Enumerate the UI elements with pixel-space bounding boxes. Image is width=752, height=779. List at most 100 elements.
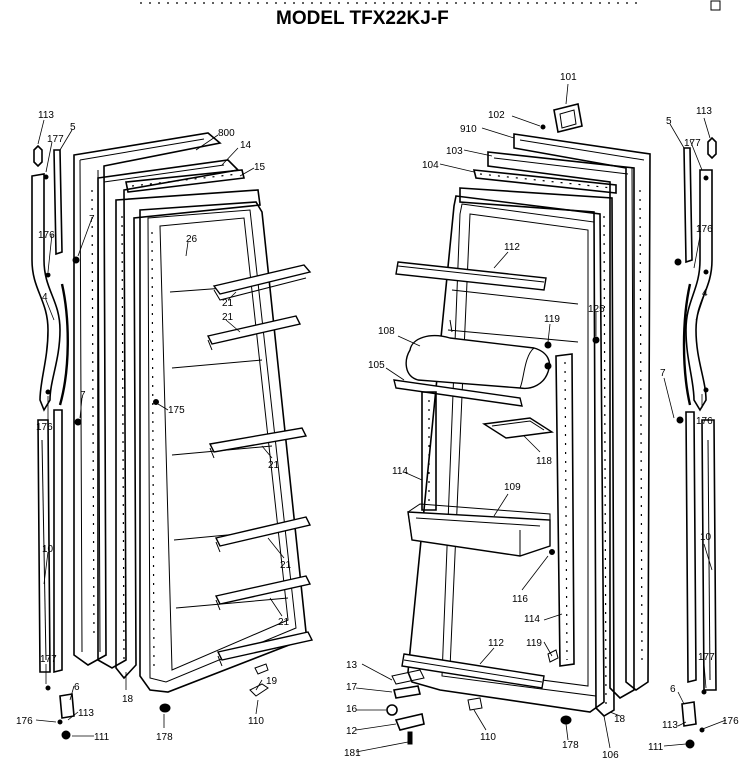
door-shelf-upper (395, 261, 547, 291)
freezer-door-gasket (97, 159, 240, 669)
handle-trim-upper (685, 169, 713, 412)
screw (592, 336, 600, 344)
callout-label: 176 (36, 422, 53, 433)
callout-label: 114 (392, 466, 408, 477)
callout-label: 7 (89, 214, 95, 225)
upper-hinge-pin (707, 136, 717, 160)
callout-label: 111 (648, 742, 664, 753)
screw (703, 175, 709, 181)
hinge-pin-bushing (61, 730, 71, 740)
callout-label: 102 (488, 110, 505, 121)
callout-label: 106 (602, 750, 619, 761)
callout-label: 19 (266, 676, 278, 687)
screw (676, 416, 684, 424)
freezer-top-trim (125, 169, 245, 193)
callout-label: 10 (700, 532, 712, 543)
callout-label: 177 (40, 654, 57, 665)
cam-bushing (159, 703, 171, 713)
callout-label: 16 (346, 704, 358, 715)
door-shelf (212, 264, 312, 295)
callout-label: 5 (666, 116, 672, 127)
callout-label: 112 (504, 242, 520, 253)
callout-label: 17 (346, 682, 358, 693)
shelf-support-clip (547, 649, 559, 663)
callout-label: 181 (344, 748, 361, 759)
callout-label: 113 (38, 110, 54, 121)
screw (701, 689, 707, 695)
callout-label: 114 (524, 614, 540, 625)
screw (540, 124, 546, 130)
callout-label: 7 (660, 368, 666, 379)
butter-compartment-door (405, 334, 551, 390)
callout-label: 176 (722, 716, 739, 727)
screw (57, 719, 63, 725)
bin-clip (549, 549, 555, 555)
shelf-retainer-screw (153, 399, 159, 405)
callout-label: 6 (74, 682, 80, 693)
callout-label: 176 (696, 224, 713, 235)
fresh-food-door-gasket (487, 151, 635, 699)
callout-label: 176 (16, 716, 33, 727)
callout-label: 14 (240, 140, 252, 151)
callout-label: 4 (702, 288, 708, 299)
callout-label: 113 (78, 708, 94, 719)
callout-label: 125 (588, 304, 605, 315)
callout-label: 101 (560, 72, 577, 83)
callout-label: 12 (346, 726, 358, 737)
callout-label: 109 (504, 482, 521, 493)
callout-label: 18 (614, 714, 626, 725)
callout-label: 175 (168, 405, 185, 416)
door-shelf (214, 516, 312, 547)
callout-label: 111 (94, 732, 110, 743)
leader-lines (35, 83, 727, 753)
callout-label: 15 (254, 162, 266, 173)
callout-label: 176 (38, 230, 55, 241)
callout-label: 7 (80, 390, 86, 401)
handle-trim-lower (685, 411, 697, 684)
callout-label: 108 (378, 326, 395, 337)
screw (45, 685, 51, 691)
callout-label: 18 (122, 694, 134, 705)
callout-label: 118 (536, 456, 552, 467)
hinge-trim-strip (53, 149, 63, 256)
hinge-screw (407, 731, 413, 745)
door-stop (467, 697, 483, 711)
door-shelf (214, 575, 312, 605)
callout-label: 178 (156, 732, 173, 743)
egg-tray (481, 417, 555, 439)
callout-label: 177 (47, 134, 64, 145)
callout-label: 177 (684, 138, 701, 149)
callout-label: 26 (186, 234, 198, 245)
shelf-retainer (544, 341, 552, 349)
callout-label: 104 (422, 160, 439, 171)
hinge-spacer (386, 704, 398, 716)
hinge-plate (394, 713, 425, 731)
door-shelf (216, 631, 314, 661)
screw (74, 418, 82, 426)
hinge-pin-bushing (685, 739, 695, 749)
screw (674, 258, 682, 266)
freezer-door-shelves (206, 264, 314, 667)
screw (43, 174, 49, 180)
cam-bushing (560, 715, 572, 725)
door-shelf (206, 315, 302, 345)
screw (703, 387, 709, 393)
scan-artifacts (140, 0, 721, 11)
freezer-door-handle (58, 283, 69, 406)
callout-label: 178 (562, 740, 579, 751)
callout-label: 21 (278, 617, 290, 628)
freezer-outer-door-panel (73, 132, 222, 666)
butter-tray (393, 379, 523, 407)
callout-label: 116 (512, 594, 528, 605)
callout-label: 910 (460, 124, 477, 135)
callout-label: 6 (670, 684, 676, 695)
fresh-food-door-handle (682, 283, 692, 406)
handle-trim-upper (31, 173, 61, 412)
callout-label: 110 (480, 732, 496, 743)
callout-label: 110 (248, 716, 264, 727)
hinge-bracket (391, 669, 425, 685)
callout-label: 21 (222, 312, 234, 323)
callout-label: 21 (268, 460, 280, 471)
callout-label: 113 (662, 720, 678, 731)
callout-labels: 113 5 177 800 14 15 7 176 26 4 21 21 176… (16, 72, 739, 761)
